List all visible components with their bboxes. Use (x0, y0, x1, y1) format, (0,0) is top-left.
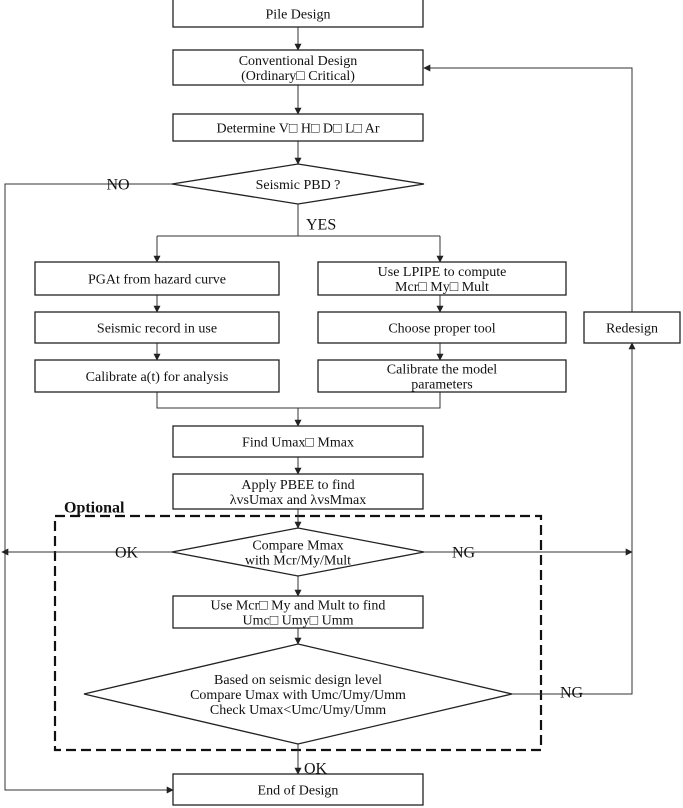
use-mcr-box (172, 595, 424, 629)
apply-pbee-text: λvsUmax and λvsMmax (230, 493, 366, 508)
label-yes: YES (306, 217, 336, 234)
compare-mmax-text: with Mcr/My/Mult (245, 553, 351, 568)
calibrate-model-text: Calibrate the model (387, 362, 498, 377)
apply-pbee-box (172, 473, 424, 510)
label-ng-right: NG (452, 545, 476, 562)
seismic-record-text: Seismic record in use (97, 321, 217, 336)
end-box (172, 773, 424, 806)
pile-design-box (172, 0, 424, 28)
choose-tool-text: Choose proper tool (388, 321, 495, 336)
determine-box (172, 113, 424, 142)
use-mcr-text: Umc□ Umy□ Umm (242, 613, 353, 628)
edge-pbd-no-left (4, 183, 174, 794)
calibrate-model-text: parameters (411, 377, 472, 392)
based-on-text: Based on seismic design level (214, 673, 382, 688)
seismic-pbd-diamond (171, 163, 425, 205)
find-umax-box (172, 425, 424, 458)
conventional-text: (Ordinary□ Critical) (241, 69, 355, 84)
edge-based-ng-right (512, 342, 636, 695)
calibrate-a-box (34, 359, 280, 393)
conventional-text: Conventional Design (239, 54, 358, 69)
calibrate-model-box (317, 359, 567, 393)
based-on-text: Compare Umax with Umc/Umy/Umm (190, 688, 406, 703)
use-mcr-text: Use Mcr□ My and Mult to find (211, 598, 386, 613)
label-optional: Optional (64, 500, 125, 517)
pga-text: PGAt from hazard curve (88, 272, 226, 287)
label-ok-left: OK (115, 545, 139, 562)
conventional-box (172, 49, 424, 86)
edge-right-merge (298, 392, 441, 409)
lpipe-text: Use LPIPE to compute (378, 265, 507, 280)
compare-mmax-text: Compare Mmax (252, 538, 343, 553)
based-on-text: Check Umax<Umc/Umy/Umm (210, 703, 386, 718)
lpipe-text: Mcr□ My□ Mult (395, 280, 489, 295)
calibrate-a-text: Calibrate a(t) for analysis (86, 370, 229, 385)
pile-design-text: Pile Design (266, 7, 331, 22)
compare-mmax-diamond (171, 527, 425, 577)
pga-box (34, 261, 280, 296)
lpipe-box (317, 261, 567, 296)
seismic-pbd-text: Seismic PBD ? (256, 178, 341, 193)
redesign-box (583, 311, 681, 344)
edge-left-merge (156, 392, 298, 409)
label-ok-bottom: OK (304, 761, 328, 778)
find-umax-text: Find Umax□ Mmax (242, 435, 354, 450)
label-ng-bottom: NG (560, 685, 584, 702)
apply-pbee-text: Apply PBEE to find (241, 478, 354, 493)
determine-text: Determine V□ H□ D□ L□ Ar (216, 121, 379, 136)
label-no: NO (106, 177, 129, 194)
end-text: End of Design (258, 783, 339, 798)
seismic-record-box (34, 311, 280, 344)
redesign-text: Redesign (606, 321, 658, 336)
choose-tool-box (317, 311, 567, 344)
based-on-diamond (83, 643, 513, 745)
edge-redesign-to-conventional (423, 64, 633, 312)
